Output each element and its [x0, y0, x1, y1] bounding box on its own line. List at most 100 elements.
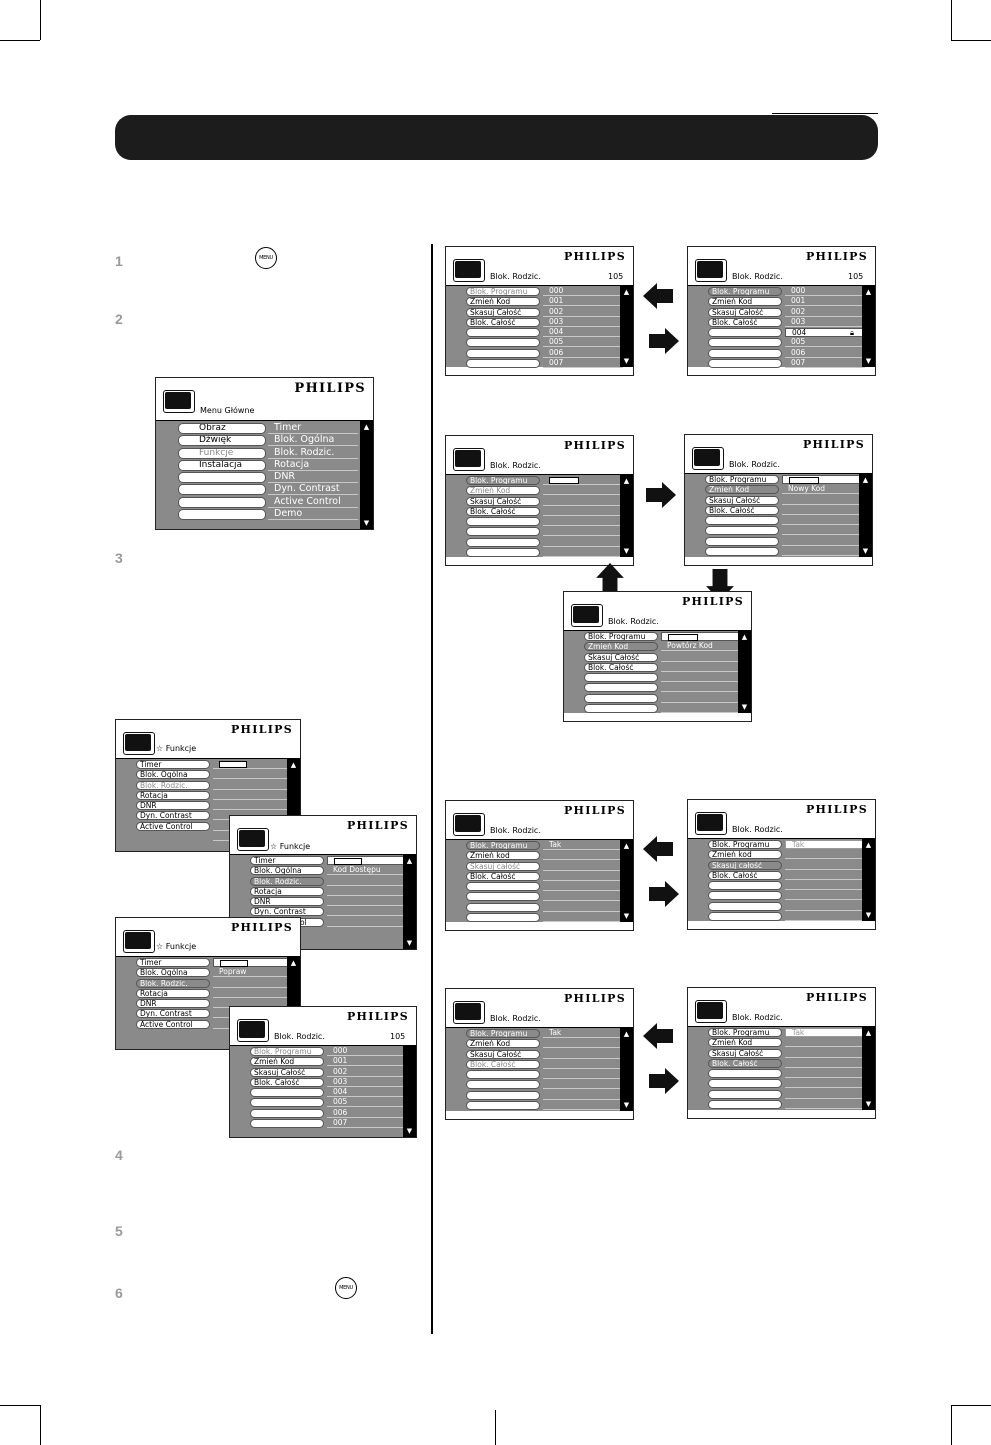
menu-item[interactable]: Blok. Programu — [466, 841, 540, 850]
menu-item[interactable]: Blok. Całość — [466, 1059, 540, 1069]
program-item[interactable]: 004 — [543, 328, 623, 338]
menu-item[interactable]: Zmień Kod — [466, 1039, 540, 1049]
menu-item[interactable]: Blok. Ogólna — [136, 770, 210, 780]
menu-item[interactable]: Dyn. Contrast — [136, 1009, 210, 1019]
menu-item[interactable]: Zmień Kod — [466, 297, 540, 307]
program-item[interactable]: 000 — [543, 287, 623, 296]
menu-item[interactable]: Blok. Całość — [466, 506, 540, 516]
program-item[interactable]: 001 — [543, 297, 623, 307]
program-item[interactable]: 006 — [785, 348, 865, 358]
menu-option[interactable]: Timer — [268, 423, 358, 434]
program-item[interactable]: 007 — [327, 1119, 405, 1129]
menu-item[interactable]: Active Control — [136, 821, 210, 831]
program-item[interactable]: 004 — [327, 1088, 405, 1098]
program-item[interactable]: 007 — [543, 359, 623, 369]
menu-option[interactable]: Dyn. Contrast — [268, 484, 358, 496]
menu-item[interactable]: Blok. Rodzic. — [136, 780, 210, 790]
program-item[interactable]: 003 — [785, 317, 865, 327]
menu-item[interactable]: Skasuj całość — [708, 860, 782, 870]
program-item[interactable]: 002 — [327, 1067, 405, 1077]
menu-item[interactable]: DNR — [250, 897, 324, 907]
menu-item[interactable]: Blok. Programu — [708, 840, 782, 849]
menu-item[interactable]: Timer — [250, 856, 324, 865]
menu-item[interactable]: Active Control — [136, 1019, 210, 1029]
program-item[interactable]: 001 — [785, 297, 865, 307]
menu-item[interactable]: Skasuj całość — [466, 861, 540, 871]
scrollbar[interactable]: ▲▼ — [738, 631, 751, 713]
confirm-option[interactable]: Tak — [785, 1028, 865, 1037]
scrollbar[interactable]: ▲▼ — [862, 286, 875, 367]
program-item[interactable]: 005 — [785, 338, 865, 348]
menu-item[interactable]: Blok. Całość — [708, 317, 782, 327]
menu-item[interactable]: Timer — [136, 958, 210, 967]
program-item[interactable]: 002 — [785, 307, 865, 317]
menu-item[interactable]: Blok. Ogólna — [136, 968, 210, 978]
scrollbar[interactable]: ▲▼ — [360, 421, 373, 529]
menu-item[interactable]: Skasuj Całość — [584, 652, 658, 662]
menu-option[interactable]: Blok. Rodzic. — [268, 447, 358, 459]
program-item[interactable]: 007 — [785, 359, 865, 369]
menu-item[interactable]: Dyn. Contrast — [250, 907, 324, 917]
menu-item-obraz[interactable]: Obraz — [178, 423, 266, 434]
confirm-option[interactable]: Tak — [543, 1029, 623, 1038]
confirm-option[interactable]: Tak — [785, 840, 865, 849]
menu-item[interactable]: Blok. Programu — [466, 1029, 540, 1038]
scrollbar[interactable]: ▲▼ — [620, 840, 633, 922]
menu-item[interactable]: Rotacja — [136, 988, 210, 998]
scrollbar[interactable]: ▲▼ — [859, 474, 872, 557]
menu-item[interactable]: Zmień Kod — [584, 642, 658, 652]
program-item[interactable]: 000 — [785, 287, 865, 296]
menu-item[interactable]: Zmień Kod — [250, 1057, 324, 1067]
menu-item[interactable]: Blok. Programu — [584, 632, 658, 641]
program-item[interactable]: 006 — [327, 1108, 405, 1118]
menu-item[interactable]: Blok. Ogólna — [250, 866, 324, 876]
scrollbar[interactable]: ▲▼ — [620, 1028, 633, 1111]
menu-item[interactable]: Blok. Programu — [250, 1047, 324, 1056]
menu-item[interactable]: Timer — [136, 760, 210, 769]
scrollbar[interactable]: ▲▼ — [862, 1027, 875, 1110]
menu-option[interactable]: Rotacja — [268, 459, 358, 471]
menu-item[interactable]: Blok. Rodzic. — [136, 978, 210, 988]
menu-item[interactable]: DNR — [136, 801, 210, 811]
scrollbar[interactable]: ▲▼ — [620, 475, 633, 557]
menu-item[interactable]: Blok. Całość — [708, 870, 782, 880]
program-item[interactable]: 000 — [327, 1047, 405, 1056]
menu-item[interactable]: Rotacja — [250, 886, 324, 896]
scrollbar[interactable]: ▼ — [403, 1046, 416, 1137]
program-item[interactable]: 003 — [327, 1077, 405, 1087]
program-item-locked[interactable]: 004🔒︎ — [785, 328, 865, 338]
menu-item[interactable]: DNR — [136, 999, 210, 1009]
menu-item[interactable]: Blok. Całość — [466, 317, 540, 327]
menu-item[interactable]: Blok. Programu — [705, 475, 779, 484]
menu-item[interactable]: Zmień Kod — [708, 1038, 782, 1048]
menu-option[interactable]: DNR — [268, 472, 358, 484]
menu-item[interactable]: Blok. Całość — [584, 662, 658, 672]
program-item[interactable]: 006 — [543, 348, 623, 358]
program-item[interactable]: 003 — [543, 317, 623, 327]
menu-item[interactable]: Blok. Programu — [708, 287, 782, 296]
menu-item[interactable]: Skasuj Całość — [250, 1067, 324, 1077]
menu-item-funkcje[interactable]: Funkcje — [178, 447, 266, 459]
menu-item[interactable]: Rotacja — [136, 790, 210, 800]
program-item[interactable]: 002 — [543, 307, 623, 317]
menu-item[interactable]: Blok. Całość — [250, 1077, 324, 1087]
program-item[interactable]: 005 — [543, 338, 623, 348]
menu-item[interactable]: Blok. Całość — [708, 1058, 782, 1068]
menu-item[interactable]: Skasuj Całość — [708, 307, 782, 317]
menu-item-dzwiek[interactable]: Dźwięk — [178, 435, 266, 447]
program-item[interactable]: 001 — [327, 1057, 405, 1067]
menu-item[interactable]: Skasuj Całość — [466, 496, 540, 506]
program-item[interactable]: 005 — [327, 1098, 405, 1108]
menu-item[interactable]: Skasuj Całość — [705, 495, 779, 505]
menu-item-instalacja[interactable]: Instalacja — [178, 459, 266, 471]
confirm-option[interactable]: Tak — [543, 841, 623, 850]
scrollbar[interactable]: ▲▼ — [403, 855, 416, 949]
menu-item[interactable]: Blok. Programu — [708, 1028, 782, 1037]
menu-item[interactable]: Zmień Kod — [466, 486, 540, 496]
menu-item[interactable]: Zmień Kod — [705, 485, 779, 495]
menu-item[interactable]: Skasuj Całość — [708, 1048, 782, 1058]
menu-item[interactable]: Zmień kod — [466, 851, 540, 861]
menu-option[interactable]: Blok. Ogólna — [268, 435, 358, 447]
scrollbar[interactable]: ▲▼ — [620, 286, 633, 367]
menu-option[interactable]: Demo — [268, 509, 358, 521]
